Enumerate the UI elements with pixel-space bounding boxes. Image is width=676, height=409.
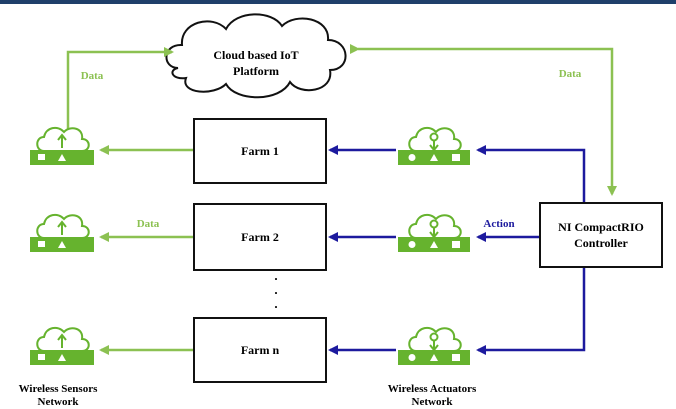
farm-n-label: Farm n [241, 343, 280, 357]
data-label-farm2: Data [137, 218, 160, 230]
farm-1-box [193, 118, 327, 184]
ellipsis-dot-3: . [274, 296, 277, 311]
controller-box [539, 202, 663, 268]
actuator-node-icon [398, 126, 470, 165]
actuator-node-icon [398, 326, 470, 365]
action-arrow-controller-act1 [476, 145, 586, 202]
data-label-right: Data [559, 68, 582, 80]
action-flow-lines [328, 145, 586, 355]
data-flow-lines [66, 44, 617, 355]
controller-label-line2: Controller [574, 236, 628, 250]
ellipsis-dot-2: . [274, 282, 277, 297]
header-bar [0, 0, 676, 4]
data-label-left: Data [81, 70, 104, 82]
farm-n-box [193, 317, 327, 383]
actuators-network-label-line1: Wireless Actuators [388, 383, 477, 395]
farm-2-box [193, 203, 327, 271]
cloud-icon [165, 13, 347, 99]
sensor-node-icon [30, 126, 94, 165]
data-arrow-cloud-controller [350, 44, 617, 196]
sensors-network-label-line2: Network [38, 396, 80, 408]
action-arrow-controller-act3 [476, 268, 586, 355]
actuator-node-icon [398, 213, 470, 252]
farm-2-label: Farm 2 [241, 230, 279, 244]
ellipsis-dot-1: . [274, 268, 277, 283]
action-label: Action [483, 218, 514, 230]
actuators-network-label-line2: Network [412, 396, 454, 408]
farm-1-label: Farm 1 [241, 144, 279, 158]
sensor-node-icon [30, 213, 94, 252]
controller-label-line1: NI CompactRIO [558, 220, 644, 234]
sensor-node-icon [30, 326, 94, 365]
data-arrow-sensor-to-cloud [66, 47, 174, 134]
cloud-title-line2: Platform [233, 64, 279, 78]
sensors-network-label-line1: Wireless Sensors [19, 383, 98, 395]
cloud-title-line1: Cloud based IoT [213, 48, 298, 62]
